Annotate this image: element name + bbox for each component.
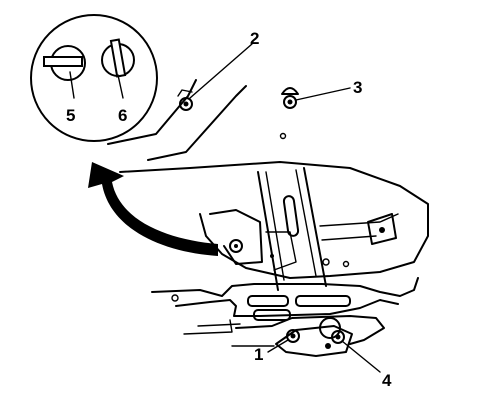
door-upper-frame [107,79,247,161]
callout-1: 1 [254,345,263,364]
leader-lines [189,43,381,373]
callout-4: 4 [382,371,392,390]
regulator-assembly [119,161,429,291]
fastener-2 [177,89,193,111]
fastener-3 [281,87,299,109]
fastener-1 [286,329,300,343]
curved-arrow-icon [88,162,218,256]
door-inner-panel [151,277,419,357]
callout-3: 3 [353,78,362,97]
callout-5: 5 [66,106,75,125]
fastener-detail-5 [43,45,86,99]
detail-inset [30,14,158,142]
callout-6: 6 [118,106,127,125]
small-hole [279,132,287,140]
fastener-4 [331,330,345,344]
callout-2: 2 [250,29,259,48]
fastener-detail-6 [101,38,135,99]
